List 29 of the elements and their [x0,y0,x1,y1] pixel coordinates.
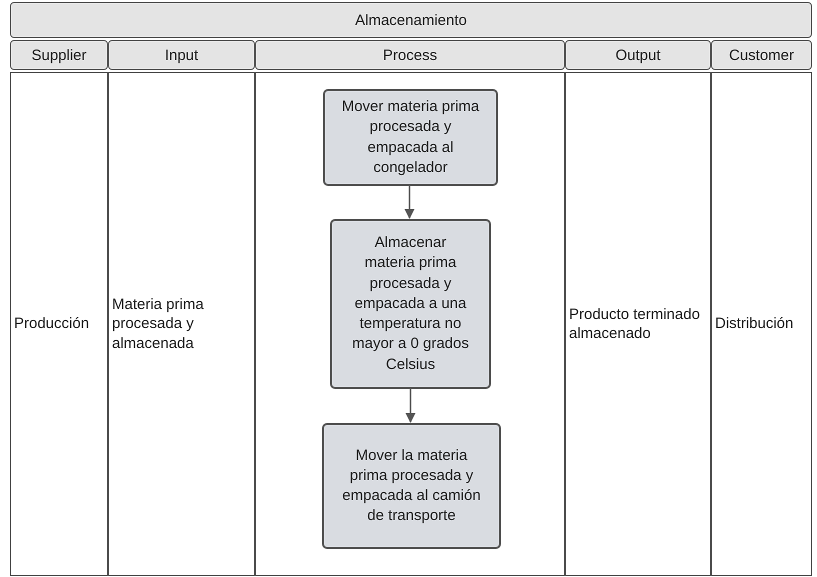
arrow [404,185,414,219]
node-text: Output [615,46,661,64]
arrow [406,388,416,423]
process-box [330,219,491,389]
header-band [10,40,108,70]
node-text: Process [382,46,438,64]
process-box [322,423,501,549]
node-text: Producto terminado almacenado [569,304,701,344]
header-band [108,40,255,70]
header-band [255,40,565,70]
header-band [565,40,711,70]
column-body [565,72,711,576]
header-band [711,40,812,70]
node-text: Materia prima procesada y almacenada [112,294,205,354]
node-text: Input [164,46,198,64]
node-text: Mover la materia prima procesada y empacada al camión de transporte [342,446,481,526]
header-band [10,2,812,38]
node-text: Customer [728,46,794,64]
process-box [323,89,498,186]
node-text: Almacenar materia prima procesada y empacada a una temperatura no mayor a 0 grados Celsius [351,233,470,375]
node-text: Supplier [31,46,87,64]
node-text: Almacenamiento [355,12,467,28]
node-text: Producción [14,314,90,334]
column-body [255,72,565,576]
node-text: Mover materia prima procesada y empacada al congelador [340,97,480,178]
node-text: Distribución [715,314,794,334]
column-body [10,72,108,576]
column-body [711,72,812,576]
column-body [108,72,255,576]
